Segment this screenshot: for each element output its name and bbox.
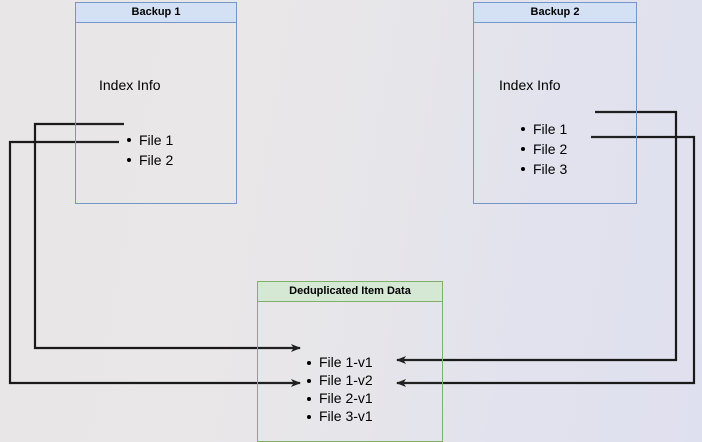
node-backup-2-header: Backup 2 (473, 2, 637, 23)
node-backup-1[interactable]: Backup 1 Index Info File 1 File 2 (75, 2, 237, 204)
node-backup-1-header: Backup 1 (75, 2, 237, 23)
backup-1-index-info-label: Index Info (99, 77, 161, 93)
list-item: File 2-v1 (306, 389, 373, 407)
list-item: File 3-v1 (306, 407, 373, 425)
list-item: File 1 (520, 119, 567, 139)
backup-2-index-info-label: Index Info (499, 77, 561, 93)
backup-1-file-list: File 1 File 2 (126, 130, 173, 170)
list-item: File 1 (126, 130, 173, 150)
list-item: File 3 (520, 159, 567, 179)
node-backup-2-body: Index Info File 1 File 2 File 3 (473, 23, 637, 204)
node-backup-1-body: Index Info File 1 File 2 (75, 23, 237, 204)
node-dedup-body: File 1-v1 File 1-v2 File 2-v1 File 3-v1 (257, 302, 443, 442)
node-backup-2[interactable]: Backup 2 Index Info File 1 File 2 File 3 (473, 2, 637, 204)
dedup-item-list: File 1-v1 File 1-v2 File 2-v1 File 3-v1 (306, 353, 373, 425)
node-deduplicated-item-data[interactable]: Deduplicated Item Data File 1-v1 File 1-… (257, 281, 443, 442)
node-dedup-header: Deduplicated Item Data (257, 281, 443, 302)
list-item: File 1-v1 (306, 353, 373, 371)
list-item: File 2 (520, 139, 567, 159)
list-item: File 2 (126, 150, 173, 170)
backup-2-file-list: File 1 File 2 File 3 (520, 119, 567, 179)
list-item: File 1-v2 (306, 371, 373, 389)
